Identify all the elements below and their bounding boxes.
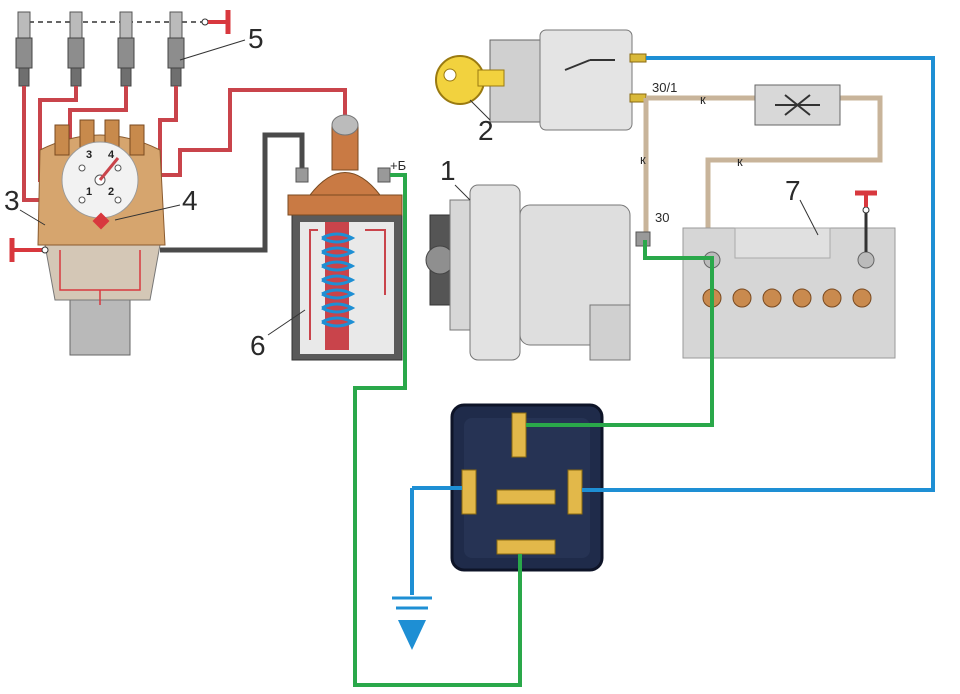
- wire-k-2: к: [640, 152, 646, 167]
- ground-symbol-plugs: [201, 10, 231, 34]
- ignition-coil: +Б: [267, 114, 406, 361]
- distributor-contact-3: 3: [86, 149, 92, 161]
- spark-plugs: [15, 10, 246, 87]
- label-7: 7: [785, 175, 801, 206]
- spark-plug-1: [15, 11, 33, 87]
- label-6: 6: [250, 330, 266, 361]
- fuse-block: [754, 84, 841, 126]
- generator: 30: [425, 184, 669, 361]
- battery-cell-caps: [702, 288, 872, 308]
- spark-plug-3: [117, 11, 135, 87]
- wire-k-1: к: [700, 92, 706, 107]
- terminal-30: 30: [655, 210, 669, 225]
- ground-symbol-relay: [392, 488, 432, 650]
- green-wiring: [353, 173, 714, 687]
- distributor: 3 4 1 2: [9, 119, 181, 356]
- battery: [682, 190, 896, 359]
- ground-symbol-battery: [855, 190, 877, 252]
- label-5: 5: [248, 23, 264, 54]
- label-3: 3: [4, 185, 20, 216]
- ignition-switch: [435, 29, 647, 131]
- distributor-coil-wire: [160, 132, 305, 253]
- wire-k-3: к: [737, 154, 743, 169]
- ignition-key: [435, 55, 505, 105]
- terminal-30-1: 30/1: [652, 80, 677, 95]
- ground-symbol-distributor: [9, 238, 49, 262]
- label-2: 2: [478, 115, 494, 146]
- spark-plug-2: [67, 11, 85, 87]
- distributor-contact-4: 4: [108, 149, 115, 161]
- label-4: 4: [182, 185, 198, 216]
- label-1: 1: [440, 155, 456, 186]
- distributor-contact-1: 1: [86, 186, 92, 198]
- terminal-plus-b: +Б: [390, 158, 406, 173]
- relay: [450, 403, 604, 572]
- spark-plug-4: [167, 11, 185, 87]
- blue-wiring: [412, 56, 935, 492]
- switch-wiring: [643, 95, 883, 260]
- distributor-contact-2: 2: [108, 186, 114, 198]
